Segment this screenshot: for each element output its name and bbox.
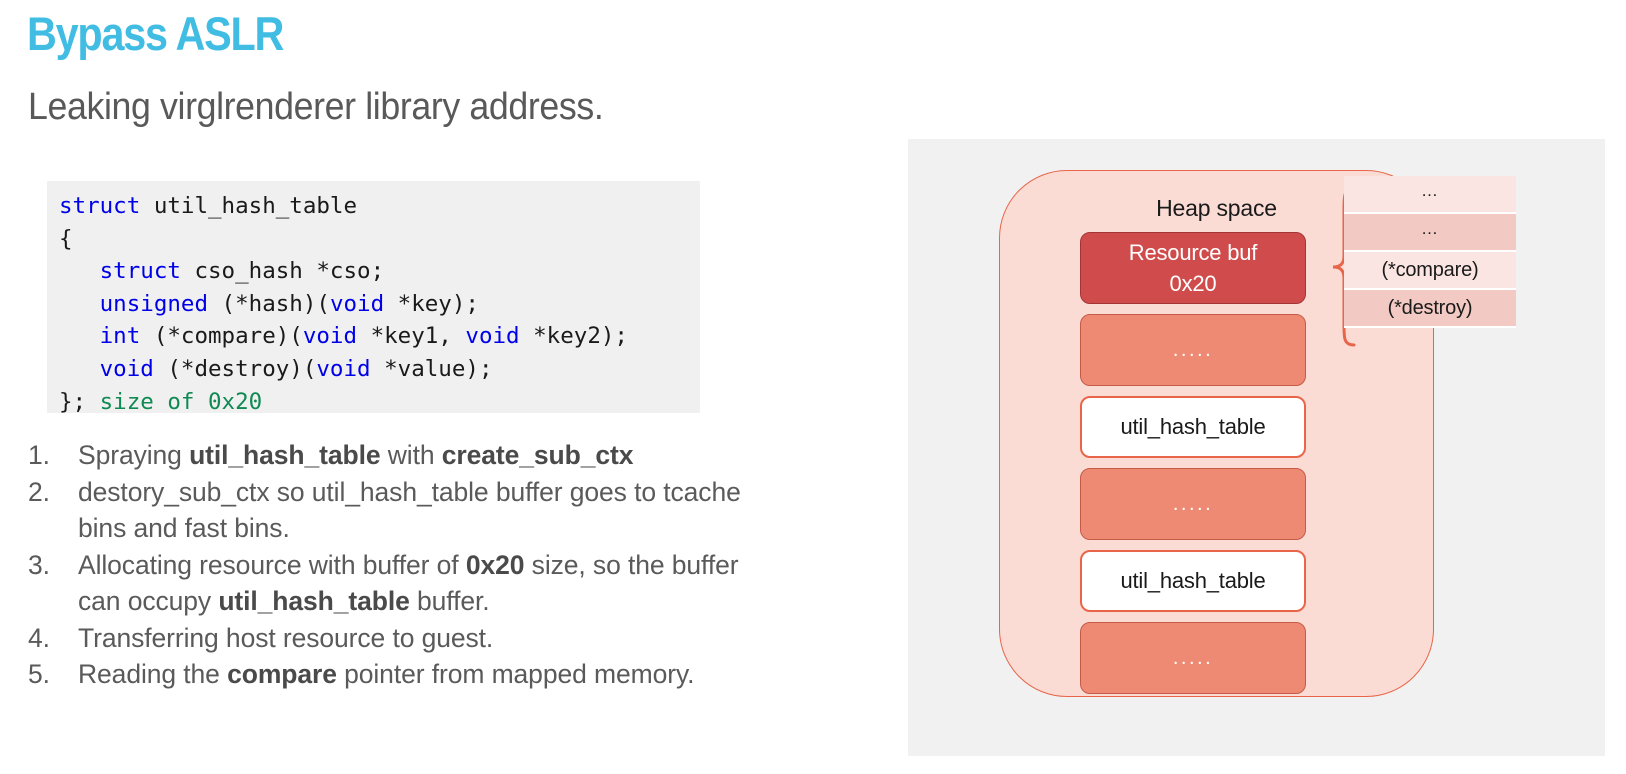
list-item: 5. Reading the compare pointer from mappe… [22,656,762,693]
plain-text: Spraying [78,440,190,470]
plain-text: pointer from mapped memory. [336,659,695,689]
code-text [59,356,100,382]
list-item: 1. Spraying util_hash_table with create_s… [22,437,762,474]
heap-slot-hash-table-2: util_hash_table [1080,550,1306,612]
plain-text: Transferring host resource to guest. [78,622,494,653]
struct-field-row: (*compare) [1344,252,1516,290]
code-line: }; size of 0x20 [59,386,700,413]
procedure-list: 1. Spraying util_hash_table with create_s… [22,437,762,693]
page-subtitle: Leaking virglrenderer library address. [28,86,604,128]
code-line: struct cso_hash *cso; [59,255,700,288]
code-comment: size of 0x20 [99,388,263,413]
heap-slot-resource-buf: Resource buf 0x20 [1080,232,1306,304]
code-text: util_hash_table [140,193,358,219]
plain-text: size, so the buffer can occupy [78,549,739,617]
code-line: unsigned (*hash)(void *key); [59,288,700,321]
heap-slot-label: Resource buf [1128,240,1258,265]
code-text [59,258,100,284]
code-snippet: struct util_hash_table{ struct cso_hash … [47,181,700,413]
list-item-text: Allocating resource with buffer of 0x20 … [78,547,762,620]
code-text: *key1, [357,323,466,350]
code-text [59,323,100,349]
heap-slot-hash-table-1: util_hash_table [1080,396,1306,458]
list-item-text: destory_sub_ctx so util_hash_table buffe… [78,474,762,547]
code-line: void (*destroy)(void *value); [59,353,700,386]
code-text: *value); [370,355,493,382]
struct-field-label: … [1421,219,1439,238]
code-text: (*destroy)( [153,355,317,382]
heap-space-label: Heap space [1156,195,1277,221]
list-item-number: 2. [28,476,50,507]
heap-slot-label: ..... [1172,492,1214,515]
struct-field-row: … [1344,214,1516,252]
struct-field-label: (*compare) [1381,258,1479,281]
heap-slot-gap-3: ..... [1080,622,1306,694]
code-text: (*compare)( [140,323,303,350]
heap-slot-gap-2: ..... [1080,468,1306,540]
heap-slot-label: ..... [1172,646,1214,669]
code-line: struct util_hash_table [59,190,700,223]
code-keyword: void [99,355,154,382]
list-item: 2. destory_sub_ctx so util_hash_table buf… [22,474,762,547]
struct-field-table: … … (*compare) (*destroy) [1344,176,1516,328]
code-keyword: struct [59,193,141,219]
plain-text: destory_sub_ctx so util_hash_table buffe… [78,476,741,544]
code-text: *key2); [519,323,628,350]
code-text: }; [59,388,100,413]
list-item-text: Transferring host resource to guest. [78,620,762,657]
list-item: 3. Allocating resource with buffer of 0x2… [22,547,762,620]
code-text [59,291,100,317]
emphasis-term: create_sub_ctx [441,440,634,470]
struct-field-label: (*destroy) [1387,296,1473,319]
list-item-number: 1. [28,440,50,470]
heap-slot-sublabel: 0x20 [1169,271,1217,296]
code-keyword: void [329,290,385,317]
emphasis-term: util_hash_table [218,586,410,616]
list-item-number: 5. [28,659,50,689]
code-keyword: unsigned [99,290,209,317]
code-keyword: int [99,323,141,350]
struct-field-row: … [1344,176,1516,214]
plain-text: Reading the [78,659,228,689]
plain-text: buffer. [409,586,490,616]
plain-text: Allocating resource with buffer of [78,549,466,580]
emphasis-term: compare [227,659,337,689]
heap-slot-label: util_hash_table [1120,568,1266,593]
code-text: (*hash)( [208,290,330,317]
emphasis-term: util_hash_table [189,440,381,470]
list-item: 4. Transferring host resource to guest. [22,620,762,657]
heap-slot-gap-1: ..... [1080,314,1306,386]
list-item-text: Reading the compare pointer from mapped … [78,656,762,693]
heap-slot-label: util_hash_table [1120,414,1266,439]
list-item-number: 3. [28,549,50,580]
struct-field-label: … [1421,181,1439,200]
code-line: int (*compare)(void *key1, void *key2); [59,320,700,353]
code-text: cso_hash *cso; [180,258,385,285]
plain-text: with [380,440,442,470]
code-text: *key); [384,290,479,317]
heap-slot-label: ..... [1172,338,1214,361]
code-line: { [59,223,700,256]
code-keyword: struct [99,258,181,285]
code-keyword: void [465,323,520,350]
list-item-text: Spraying util_hash_table with create_sub… [78,437,762,474]
emphasis-term: 0x20 [465,549,525,580]
code-keyword: void [316,355,371,382]
list-item-number: 4. [28,622,50,653]
struct-field-row: (*destroy) [1344,290,1516,328]
code-keyword: void [302,323,358,350]
code-text: { [59,225,73,252]
page-title: Bypass ASLR [27,7,284,60]
